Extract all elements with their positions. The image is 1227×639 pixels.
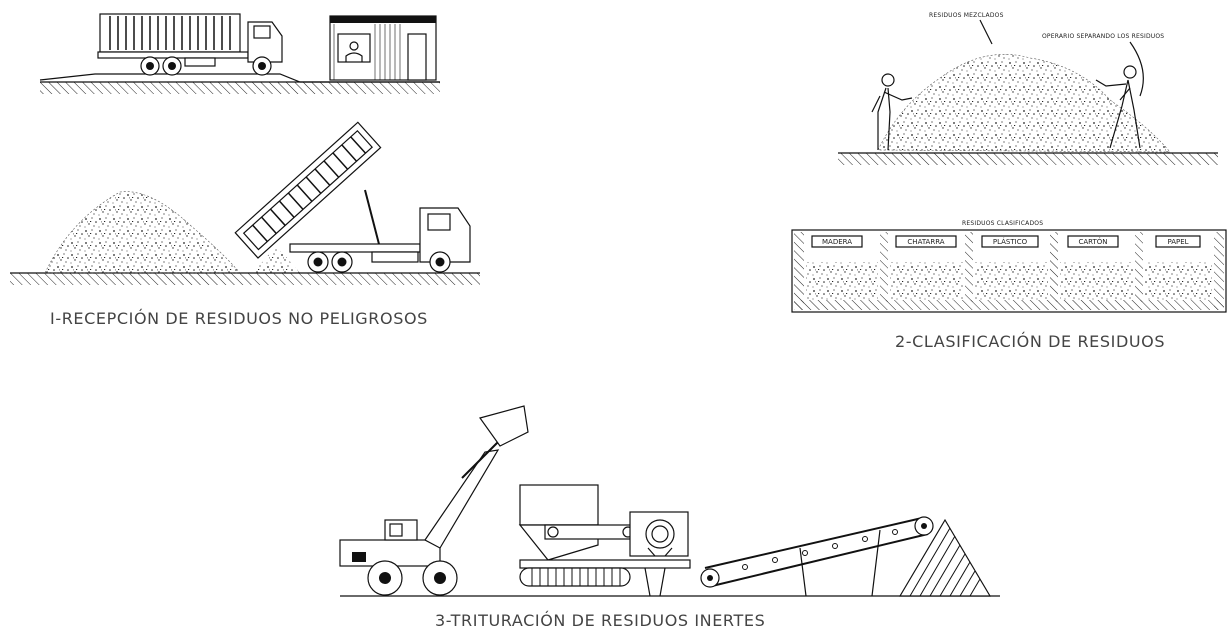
truck-icon xyxy=(98,14,282,75)
wheel-loader-icon xyxy=(340,406,528,595)
mixed-waste-leader xyxy=(980,20,992,44)
crusher-icon xyxy=(520,485,690,596)
waste-pile xyxy=(45,192,240,273)
bin-plastico: PLÁSTICO xyxy=(982,236,1038,247)
reception-caption: I-RECEPCIÓN DE RESIDUOS NO PELIGROSOS xyxy=(50,309,428,328)
classification-caption: 2-CLASIFICACIÓN DE RESIDUOS xyxy=(895,332,1165,351)
bin-label-papel: PAPEL xyxy=(1167,238,1188,246)
conveyor-belt-icon xyxy=(701,517,933,596)
bin-label-plastico: PLÁSTICO xyxy=(993,237,1028,246)
bin-label-madera: MADERA xyxy=(822,238,852,246)
bin-label-carton: CARTÓN xyxy=(1078,237,1107,246)
classification-section: RESIDUOS MEZCLADOS OPERARIO SEPARANDO LO… xyxy=(792,12,1226,351)
bin-chatarra: CHATARRA xyxy=(896,236,956,247)
reception-section: I-RECEPCIÓN DE RESIDUOS NO PELIGROSOS xyxy=(10,14,480,328)
bin-carton: CARTÓN xyxy=(1068,236,1118,247)
dump-truck-icon xyxy=(235,122,470,272)
bin-label-chatarra: CHATARRA xyxy=(907,238,944,246)
crushing-section: 3-TRITURACIÓN DE RESIDUOS INERTES xyxy=(340,406,1000,630)
mixed-waste-label: RESIDUOS MEZCLADOS xyxy=(929,12,1004,19)
classified-waste-label: RESIDUOS CLASIFICADOS xyxy=(962,220,1043,227)
aggregate-pile-icon xyxy=(900,520,990,596)
operator-label: OPERARIO SEPARANDO LOS RESIDUOS xyxy=(1042,33,1164,40)
bin-madera: MADERA xyxy=(812,236,862,247)
ground-bottom xyxy=(10,273,480,285)
classified-bins: MADERA CHATARRA PLÁSTICO CARTÓN PAPEL xyxy=(792,230,1226,312)
weighing-booth-icon xyxy=(330,16,436,80)
bin-papel: PAPEL xyxy=(1156,236,1200,247)
crushing-caption: 3-TRITURACIÓN DE RESIDUOS INERTES xyxy=(435,611,765,630)
